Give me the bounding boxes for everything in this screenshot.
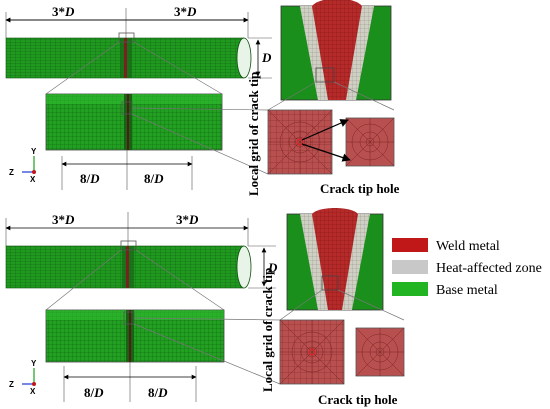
zoom-section xyxy=(45,93,223,151)
dimension-diameter: D xyxy=(248,37,272,79)
svg-text:Z: Z xyxy=(9,168,14,177)
dim-right-label: 3*D xyxy=(176,212,199,227)
dimension-bottom: 8/D 8/D xyxy=(61,150,193,190)
legend-label: Heat-affected zone xyxy=(436,261,542,276)
dim-left-label: 3*D xyxy=(52,4,75,19)
svg-text:Z: Z xyxy=(9,380,14,389)
weld-cross-section xyxy=(286,208,384,311)
bottom-right-label: 8/D xyxy=(148,385,168,400)
legend-swatch xyxy=(392,282,428,296)
diameter-label: D xyxy=(267,260,278,275)
crack-tip-label: Crack tip hole xyxy=(320,181,400,196)
crack-tip-hole xyxy=(301,117,395,167)
bottom-right-label: 8/D xyxy=(144,171,164,186)
panel-bottom: 3*D 3*D D xyxy=(5,208,405,407)
crack-tip-hole xyxy=(355,327,405,377)
weld-cross-section xyxy=(280,0,392,101)
legend-label: Base metal xyxy=(436,283,498,298)
dimension-top: 3*D 3*D xyxy=(5,4,249,38)
legend-label: Weld metal xyxy=(436,239,500,254)
local-grid-label: Local grid of crack tip xyxy=(246,72,261,196)
axis-triad: Y Z X xyxy=(9,147,37,184)
bottom-left-label: 8/D xyxy=(80,171,100,186)
local-grid xyxy=(279,319,345,385)
dim-left-label: 3*D xyxy=(52,212,75,227)
axis-triad: Y Z X xyxy=(9,359,37,396)
svg-text:Y: Y xyxy=(31,147,37,156)
bottom-left-label: 8/D xyxy=(84,385,104,400)
crack-tip-label: Crack tip hole xyxy=(318,392,398,407)
dimension-top: 3*D 3*D xyxy=(5,212,249,246)
legend-swatch xyxy=(392,260,428,274)
svg-text:Y: Y xyxy=(31,359,37,368)
dimension-diameter: D xyxy=(248,245,278,289)
pipe-model xyxy=(5,32,252,79)
svg-text:X: X xyxy=(30,175,36,184)
svg-text:X: X xyxy=(30,387,36,396)
dim-right-label: 3*D xyxy=(174,4,197,19)
legend-swatch xyxy=(392,238,428,252)
diameter-label: D xyxy=(261,50,272,65)
local-grid-label: Local grid of crack tip xyxy=(260,268,275,392)
dimension-bottom: 8/D 8/D xyxy=(63,362,197,402)
local-grid xyxy=(267,109,333,175)
panel-top: 3*D 3*D D xyxy=(5,0,400,196)
pipe-model xyxy=(5,240,252,289)
